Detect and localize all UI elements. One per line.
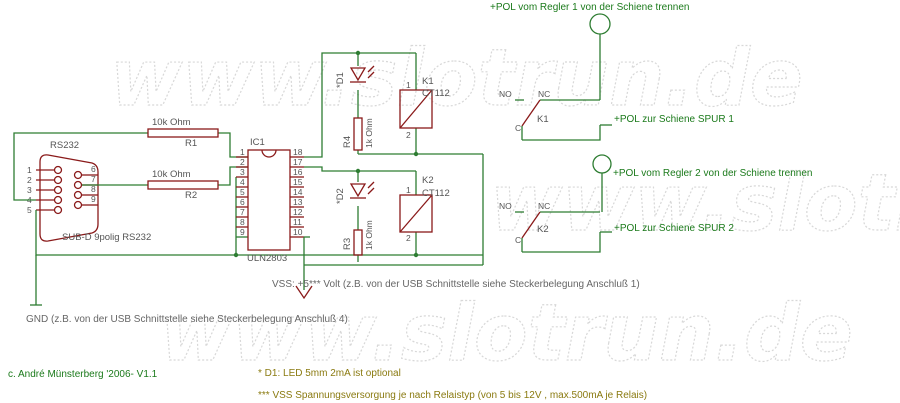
k1-type: CT112 [422,88,450,99]
r1-name: R1 [185,138,197,149]
note-d1: * D1: LED 5mm 2mA ist optional [258,368,401,379]
r2-value: 10k Ohm [152,169,191,180]
terminal-spur-1: +POL zur Schiene SPUR 1 [600,114,734,126]
k2-nc-label: NC [538,201,550,211]
k1-pin2: 2 [406,130,411,140]
supply-labels: VSS: +5*** Volt (z.B. von der USB Schnit… [26,279,640,325]
ic-pin-18: 18 [293,147,303,157]
pol2-spur-label: +POL zur Schiene SPUR 2 [614,223,734,234]
ic-part: ULN2803 [247,253,287,264]
ic-name: IC1 [250,137,265,148]
relay-wires [233,50,484,300]
resistor-r2: 10k Ohm R2 [147,169,219,201]
r1-value: 10k Ohm [152,117,191,128]
connector-pin-1: 1 [27,165,32,175]
pol1-regler-label: +POL vom Regler 1 von der Schiene trenne… [490,2,689,13]
connector-pin-3: 3 [27,185,32,195]
k2-pin1: 1 [406,185,411,195]
connector-label: SUB-D 9polig RS232 [62,232,151,243]
r3-value: 1k Ohm [364,220,374,250]
terminal-regler-1: +POL vom Regler 1 von der Schiene trenne… [490,2,689,100]
k2-c-label: C [515,235,521,245]
ic-pin-5: 5 [240,187,245,197]
led-d2: *D2 [335,181,375,204]
ic-uln2803: IC1 ULN2803 1 2 3 4 5 6 7 8 9 18 17 16 1… [236,137,304,264]
connector-pin-8: 8 [91,184,96,194]
watermark-bottom: www.slotrun.de [160,289,853,379]
k1-nc-label: NC [538,89,550,99]
ic-pin-6: 6 [240,197,245,207]
relay-switch-k2: NO NC C K2 [499,201,601,253]
led-d2-label: *D2 [335,188,346,204]
ic-pin-12: 12 [293,207,303,217]
k2-switch-name: K2 [537,224,549,235]
connector-name: RS232 [50,140,79,151]
k2-no-label: NO [499,201,512,211]
k1-c-label: C [515,123,521,133]
k1-no-label: NO [499,89,512,99]
pol1-spur-label: +POL zur Schiene SPUR 1 [614,114,734,125]
resistor-r4: R4 1k Ohm [342,117,374,151]
ic-pin-11: 11 [293,217,302,227]
k2-type: CT112 [422,188,450,199]
r4-name: R4 [342,136,353,148]
connector-pin-9: 9 [91,194,96,204]
watermark-top: www.slotrun.de [110,34,803,124]
ic-pin-4: 4 [240,177,245,187]
ic-pin-14: 14 [293,187,303,197]
r4-value: 1k Ohm [364,118,374,148]
gnd-label: GND (z.B. von der USB Schnittstelle sieh… [26,314,348,325]
terminal-spur-2: +POL zur Schiene SPUR 2 [600,223,734,234]
connector-pin-5: 5 [27,205,32,215]
copyright-text: c. André Münsterberg '2006- V1.1 [8,369,158,380]
connector-pin-2: 2 [27,175,32,185]
r2-name: R2 [185,190,197,201]
connector-pin-6: 6 [91,164,96,174]
relay-k1-coil: 1 2 K1 CT112 [399,76,450,140]
terminal-regler-2: +POL vom Regler 2 von der Schiene trenne… [592,154,812,212]
k2-pin2: 2 [406,233,411,243]
resistor-r3: R3 1k Ohm [342,220,374,256]
ic-pin-10: 10 [293,227,303,237]
k1-name: K1 [422,76,434,87]
resistor-r1: 10k Ohm R1 [147,117,219,149]
ic-pin-8: 8 [240,217,245,227]
k2-name: K2 [422,175,434,186]
ic-pin-15: 15 [293,177,303,187]
ic-pin-9: 9 [240,227,245,237]
ic-pin-17: 17 [293,157,303,167]
ic-pin-13: 13 [293,197,303,207]
ic-pin-3: 3 [240,167,245,177]
led-d1: *D1 [335,65,375,88]
footer-notes: c. André Münsterberg '2006- V1.1 * D1: L… [8,368,647,401]
relay-switch-k1: NO NC C K1 [499,89,601,141]
ic-pin-stubs-left [236,156,248,228]
led-d1-label: *D1 [335,72,346,88]
watermark-middle: www.slotrun.de [490,159,900,249]
rs232-connector: RS232 1 2 3 4 5 6 7 8 9 SUB-D 9polig RS2… [27,140,151,243]
k1-pin1: 1 [406,80,411,90]
ic-pin-stubs-right [290,156,304,238]
k1-switch-name: K1 [537,114,549,125]
note-vss: *** VSS Spannungsversorgung je nach Rela… [258,390,647,401]
ic-pin-7: 7 [240,207,245,217]
relay-k2-coil: 1 2 K2 CT112 [399,175,450,243]
vss-label: VSS: +5*** Volt (z.B. von der USB Schnit… [272,279,640,290]
ic-pin-16: 16 [293,167,303,177]
ic-pin-2: 2 [240,157,245,167]
connector-pin-7: 7 [91,174,96,184]
ic-pin-1: 1 [240,147,245,157]
r3-name: R3 [342,238,353,250]
pol2-regler-label: +POL vom Regler 2 von der Schiene trenne… [613,168,812,179]
